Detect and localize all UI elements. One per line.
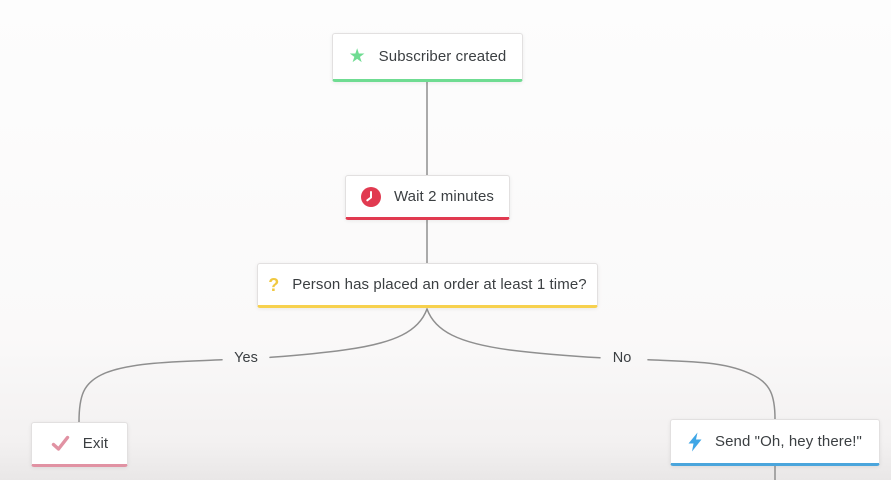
connector-branch-no-upper: [426, 308, 601, 359]
node-label: Exit: [82, 435, 109, 452]
star-icon: ★: [348, 46, 366, 67]
node-subscriber-created[interactable]: ★ Subscriber created: [332, 33, 523, 82]
node-label: Person has placed an order at least 1 ti…: [292, 276, 587, 293]
node-send-email[interactable]: Send "Oh, hey there!": [670, 419, 880, 466]
bolt-icon: [688, 432, 702, 451]
question-icon: ?: [268, 274, 280, 295]
branch-label-yes: Yes: [234, 350, 258, 366]
node-label: Send "Oh, hey there!": [714, 433, 862, 450]
node-condition[interactable]: ? Person has placed an order at least 1 …: [257, 263, 598, 308]
connector-branch-yes-lower: [78, 359, 223, 423]
node-label: Wait 2 minutes: [393, 188, 495, 205]
clock-icon: [360, 186, 381, 207]
node-wait[interactable]: Wait 2 minutes: [345, 175, 510, 220]
branch-label-no: No: [612, 350, 632, 366]
node-label: Subscriber created: [378, 48, 507, 65]
connector-branch-yes-upper: [269, 308, 428, 359]
connector-branch-no-lower: [647, 359, 776, 420]
node-exit[interactable]: Exit: [31, 422, 128, 467]
check-icon: [51, 435, 69, 451]
